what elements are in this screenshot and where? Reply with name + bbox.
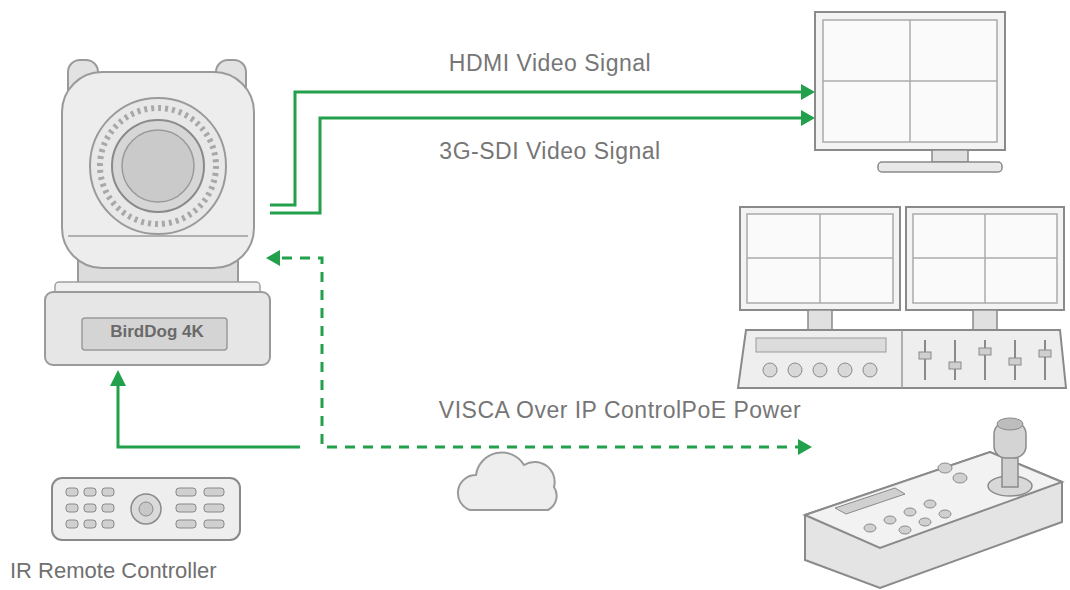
camera-node: BirdDog 4K bbox=[45, 60, 270, 365]
monitor-frame bbox=[815, 12, 1005, 150]
controller-button bbox=[924, 500, 936, 508]
controller-button bbox=[919, 518, 931, 526]
joystick-cap bbox=[997, 418, 1023, 430]
monitor-stand bbox=[973, 310, 997, 330]
network-cloud bbox=[458, 452, 557, 510]
edge-label: HDMI Video Signal bbox=[400, 50, 700, 77]
signal-connector bbox=[266, 250, 812, 455]
screen-grid bbox=[913, 257, 1057, 259]
power-wire bbox=[118, 384, 300, 447]
ir-remote bbox=[52, 478, 240, 540]
switcher-console bbox=[738, 330, 1066, 388]
console-knob bbox=[788, 363, 802, 377]
fader-cap bbox=[1039, 350, 1051, 357]
remote-node: IR Remote Controller bbox=[8, 470, 298, 588]
controller-knob bbox=[938, 463, 952, 473]
console-fader bbox=[954, 340, 956, 380]
console-fader bbox=[924, 340, 926, 380]
console-fader bbox=[984, 340, 986, 380]
camera-seam bbox=[68, 235, 248, 237]
edge-label: 3G-SDI Video Signal bbox=[390, 138, 710, 165]
controller-button bbox=[904, 508, 916, 516]
remote-button bbox=[204, 520, 224, 528]
remote-dpad-center bbox=[139, 502, 153, 516]
console-knob bbox=[763, 363, 777, 377]
camera-lens bbox=[112, 120, 204, 212]
remote-button bbox=[66, 488, 78, 496]
fader-cap bbox=[979, 348, 991, 355]
fader-cap bbox=[1009, 358, 1021, 365]
remote-button bbox=[84, 520, 96, 528]
remote-body bbox=[52, 478, 240, 540]
remote-button bbox=[176, 520, 196, 528]
remote-button bbox=[84, 504, 96, 512]
ptz-joystick-controller bbox=[805, 418, 1062, 588]
signal-connector bbox=[270, 110, 815, 213]
remote-button bbox=[84, 488, 96, 496]
arrowhead bbox=[798, 439, 812, 455]
remote-button bbox=[176, 504, 196, 512]
remote-button bbox=[66, 504, 78, 512]
node-text: IR Remote Controller bbox=[10, 558, 296, 584]
monitor bbox=[815, 12, 1005, 172]
arrowhead bbox=[266, 250, 280, 266]
monitor-screen bbox=[747, 214, 893, 303]
remote-button bbox=[102, 504, 114, 512]
video-line bbox=[270, 118, 803, 213]
controller-top bbox=[805, 452, 1062, 548]
console-panel bbox=[756, 338, 886, 352]
monitor-node bbox=[815, 10, 1007, 175]
monitor-stand bbox=[932, 150, 968, 162]
remote-button bbox=[66, 520, 78, 528]
console-divider bbox=[901, 330, 903, 388]
controller-button bbox=[899, 526, 911, 534]
remote-button bbox=[102, 520, 114, 528]
camera-lens-glass bbox=[122, 130, 194, 202]
monitor-stand bbox=[808, 310, 832, 330]
remote-button bbox=[102, 488, 114, 496]
camera-lens-leds bbox=[100, 108, 216, 224]
signal-connector bbox=[270, 84, 815, 205]
console-fader bbox=[1044, 340, 1046, 380]
screen-grid bbox=[823, 80, 997, 82]
controller-body bbox=[805, 452, 1062, 588]
switcher-node bbox=[735, 200, 1067, 392]
remote-dpad bbox=[131, 494, 161, 524]
remote-button bbox=[204, 488, 224, 496]
fader-cap bbox=[949, 362, 961, 369]
console-knob bbox=[863, 363, 877, 377]
power-arrowhead bbox=[110, 370, 126, 386]
monitor-screen bbox=[913, 214, 1057, 303]
screen-grid bbox=[747, 257, 893, 259]
monitor-foot bbox=[878, 162, 1002, 172]
console-knob bbox=[813, 363, 827, 377]
fader-cap bbox=[919, 352, 931, 359]
console-knob bbox=[838, 363, 852, 377]
camera-head bbox=[62, 72, 254, 268]
video-switcher bbox=[738, 207, 1066, 388]
camera-lens-ring bbox=[90, 98, 226, 234]
camera-base bbox=[45, 292, 270, 365]
monitor-frame bbox=[740, 207, 900, 310]
remote-button bbox=[176, 488, 196, 496]
controller-button bbox=[884, 516, 896, 524]
arrowhead bbox=[801, 110, 815, 126]
controller-display bbox=[835, 488, 905, 514]
node-text: BirdDog 4K bbox=[82, 322, 232, 342]
controller-node bbox=[812, 415, 1067, 590]
remote-button bbox=[204, 504, 224, 512]
controller-button bbox=[939, 510, 951, 518]
video-line bbox=[270, 92, 803, 205]
ptz-camera bbox=[45, 60, 270, 365]
monitor-frame bbox=[906, 207, 1064, 310]
controller-knob bbox=[953, 473, 967, 483]
arrowhead bbox=[801, 84, 815, 100]
controller-button bbox=[864, 524, 876, 532]
edge-label: VISCA Over IP ControlPoE Power bbox=[380, 397, 860, 424]
monitor-screen bbox=[823, 20, 997, 142]
